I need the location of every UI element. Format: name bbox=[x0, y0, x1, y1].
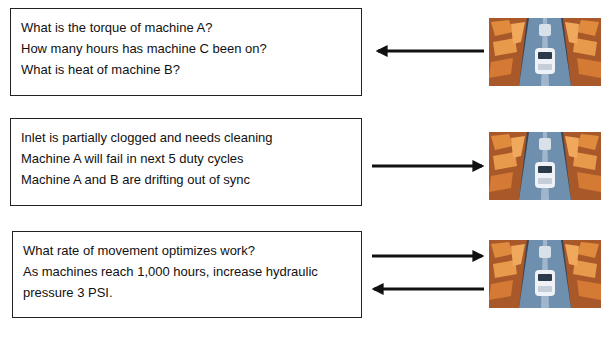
arrow bbox=[372, 255, 482, 258]
text-box: What is the torque of machine A?How many… bbox=[10, 8, 362, 96]
text-box: Inlet is partially clogged and needs cle… bbox=[10, 118, 362, 206]
box-text: Inlet is partially clogged and needs cle… bbox=[21, 127, 351, 148]
factory-image bbox=[489, 240, 601, 308]
arrow bbox=[378, 50, 484, 53]
box-text: What is the torque of machine A? bbox=[21, 17, 351, 38]
factory-image bbox=[489, 132, 601, 200]
box-text: How many hours has machine C been on? bbox=[21, 38, 351, 59]
box-text: What rate of movement optimizes work? bbox=[23, 240, 323, 261]
box-text: What is heat of machine B? bbox=[21, 59, 351, 80]
arrow bbox=[372, 165, 482, 168]
box-text: Machine A and B are drifting out of sync bbox=[21, 169, 351, 190]
arrow bbox=[374, 288, 484, 291]
factory-image bbox=[489, 18, 601, 86]
text-box: What rate of movement optimizes work?As … bbox=[12, 231, 362, 318]
box-text: Machine A will fail in next 5 duty cycle… bbox=[21, 148, 351, 169]
box-text: As machines reach 1,000 hours, increase … bbox=[23, 261, 323, 303]
